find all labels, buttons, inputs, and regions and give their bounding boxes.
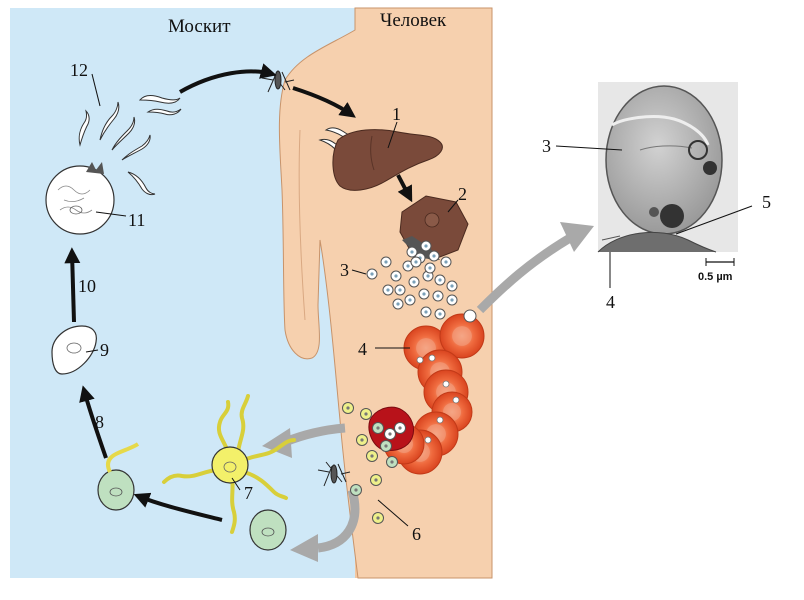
gametocytes-cluster	[342, 402, 406, 524]
label-8: 8	[95, 412, 104, 432]
arrow-ookinete-to-oocyst	[64, 247, 81, 323]
label-2: 2	[458, 184, 467, 204]
human-arm-line	[298, 129, 306, 321]
label-6: 6	[412, 524, 421, 544]
arrow-zygote-to-ookinete	[79, 385, 108, 459]
grey-arrow-to-micrograph	[476, 234, 573, 314]
grey-arrow-head-micrograph	[560, 222, 594, 252]
mosquito-icon-bottom	[317, 461, 351, 487]
arrow-gamete-to-zygote	[133, 492, 223, 522]
grey-arrow-head-bottom	[290, 534, 318, 562]
merozoite	[463, 309, 477, 323]
zygote	[97, 442, 140, 511]
mosquito-icon-top	[261, 69, 295, 93]
liver	[332, 129, 443, 191]
grey-arrow-head-gametes	[262, 428, 292, 458]
label-3: 3	[340, 260, 349, 280]
oocyst	[45, 162, 115, 235]
electron-micrograph	[597, 82, 738, 253]
grey-arrow-curve-bottom	[317, 488, 360, 553]
label-12: 12	[70, 60, 88, 80]
label-1: 1	[392, 104, 401, 124]
scale-bar: 0.5 µm	[698, 258, 735, 283]
label-7: 7	[244, 483, 253, 503]
micrograph-leaders	[555, 145, 753, 288]
arrow-liver-to-schizont	[396, 174, 413, 203]
scale-bar-label: 0.5 µm	[698, 271, 733, 283]
human-header: Человек	[380, 10, 447, 31]
male-gametocyte	[162, 394, 296, 534]
arrow-sporozoites-to-bite	[179, 63, 277, 94]
female-gamete	[249, 509, 287, 551]
micrograph-label-5: 5	[762, 192, 771, 212]
label-4: 4	[358, 339, 367, 359]
micrograph-label-3: 3	[542, 136, 551, 156]
label-10: 10	[78, 276, 96, 296]
label-11: 11	[128, 210, 145, 230]
arrow-bite-to-liver	[292, 86, 356, 118]
merozoites-cluster	[366, 240, 458, 320]
mosquito-header: Москит	[168, 16, 231, 37]
label-9: 9	[100, 340, 109, 360]
label-leaders	[85, 73, 459, 527]
sporozoites	[78, 95, 358, 196]
ookinete	[51, 325, 97, 375]
micrograph-label-4: 4	[606, 292, 615, 312]
